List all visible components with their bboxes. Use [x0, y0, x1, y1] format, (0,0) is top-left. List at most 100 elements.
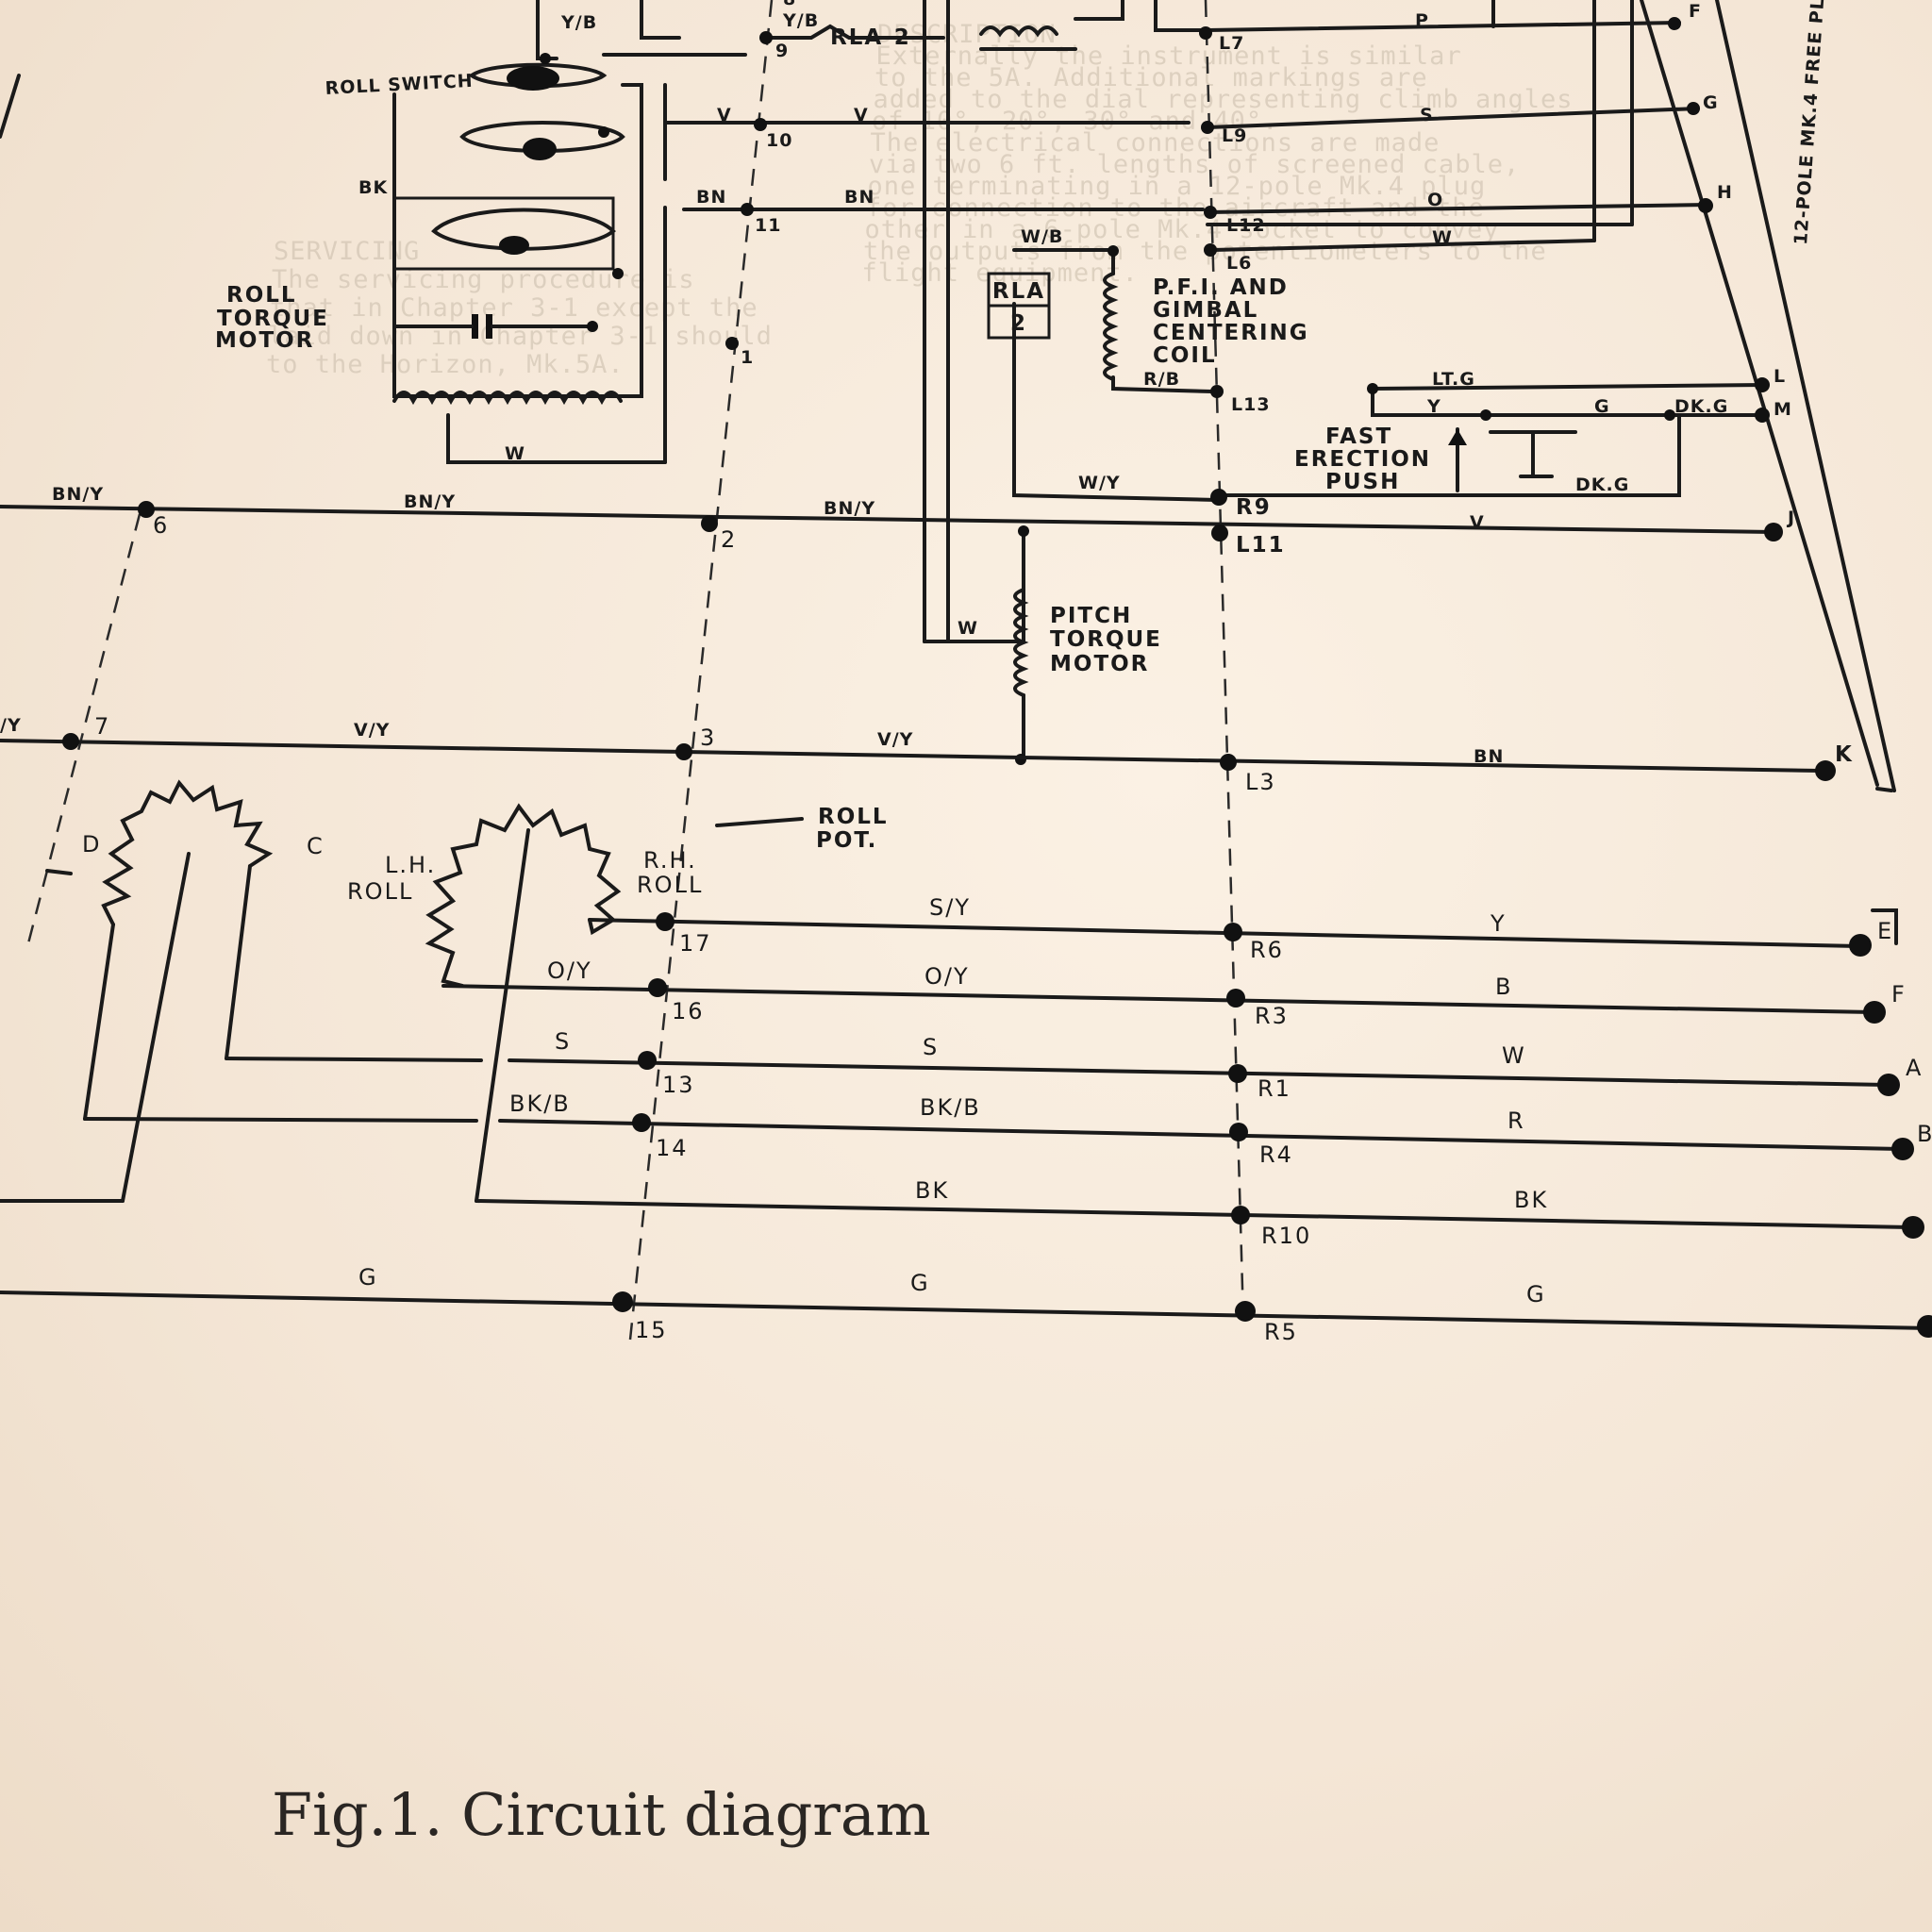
wire-s	[508, 1058, 1889, 1087]
terminal-number: 16	[672, 998, 705, 1024]
terminal-strip-right-dash	[1204, 0, 1245, 1322]
wire-label: W	[958, 618, 978, 639]
faded-text-line: DESCRIPTION	[877, 20, 1057, 49]
wire-label: BN/Y	[824, 498, 875, 519]
plug-pin-letter: B	[1917, 1121, 1932, 1147]
wire-labels: Y/B Y/B BK V V BN BN P S O W W/B R/B LT.…	[0, 10, 1728, 1307]
faded-text-line: to the 5A. Additional markings are	[874, 63, 1428, 92]
junction-label: R1	[1257, 1075, 1291, 1102]
wire-label: G	[1526, 1281, 1546, 1307]
wire-label: S	[555, 1028, 571, 1055]
faded-text-line: The electrical connections are made	[871, 128, 1441, 158]
terminal-number: 10	[766, 130, 792, 151]
pfi-coil-label-2: GIMBAL	[1153, 298, 1258, 323]
wire-label: O	[1427, 190, 1443, 210]
wire-label: DK.G	[1575, 475, 1629, 495]
wire-bk-b-left	[83, 1117, 478, 1123]
wire-label: G	[358, 1264, 378, 1291]
junction-labels: L7 L9 L12 L6 L13 R9 L11 L3 R6 R3 R1 R4 R…	[1219, 33, 1309, 1345]
fast-erection-label-3: PUSH	[1325, 470, 1400, 494]
faded-text-line: added to the dial representing climb ang…	[874, 85, 1574, 114]
pot-end-c: C	[307, 833, 325, 859]
junction-label: L9	[1222, 125, 1247, 146]
junction-label: L3	[1245, 769, 1276, 795]
plug-pin-letter: A	[1906, 1055, 1923, 1081]
terminal-number: 7	[94, 713, 110, 740]
plug-pin-letter: M	[1774, 399, 1792, 420]
plug-pin-letters: F G H L M J K E F A B	[1689, 1, 1932, 1147]
plug-pin-letter: G	[1703, 92, 1719, 113]
plug-pin-letter: F	[1689, 1, 1702, 22]
component-labels: ROLL SWITCH ROLL TORQUE MOTOR RLA-2 P.F.…	[82, 25, 1431, 905]
terminal-number: 9	[775, 41, 789, 61]
wire-label: G	[910, 1270, 930, 1296]
junction-label: R5	[1264, 1319, 1298, 1345]
terminal-number: 14	[656, 1135, 689, 1161]
junction-label: R6	[1250, 937, 1284, 963]
pot-end-d: D	[82, 831, 101, 858]
socket-bracket	[1871, 908, 1898, 945]
wire-label: BN/Y	[404, 491, 456, 512]
roll-switch-assembly	[0, 0, 747, 464]
plug-pin-letter: L	[1774, 366, 1786, 387]
roll-torque-motor-label-1: ROLL	[226, 283, 297, 308]
wire-s-left	[225, 1057, 483, 1062]
junction-label: R9	[1236, 495, 1272, 520]
junction-label: L12	[1226, 215, 1266, 236]
faded-text-line: via two 6 ft. lengths of screened cable,	[869, 150, 1520, 179]
pfi-gimbal-coil	[1103, 245, 1119, 381]
wire-label: BK	[915, 1177, 949, 1204]
plug-bracket-line	[1640, 0, 1879, 787]
wire-label: Y/B	[560, 12, 597, 33]
wire-label: BN	[1474, 746, 1504, 767]
roll-switch-label-1: ROLL SWITCH	[325, 71, 474, 99]
pfi-coil-label-3: CENTERING	[1153, 321, 1309, 345]
wire-label: R	[1507, 1108, 1525, 1134]
terminal-strip-far-left-dash	[26, 513, 142, 944]
rla-relay: RLA 2	[987, 272, 1051, 340]
pitch-torque-motor-label-2: TORQUE	[1050, 627, 1162, 652]
junction-label: R4	[1259, 1141, 1293, 1168]
wire-label: BK	[1514, 1187, 1548, 1213]
figure-caption: Fig.1. Circuit diagram	[272, 1780, 931, 1849]
wire-label: P	[1415, 10, 1429, 31]
plug-pin-letter: F	[1891, 981, 1907, 1008]
wire-bn-y	[0, 505, 1775, 534]
junction-label: L11	[1236, 533, 1286, 558]
wire-g	[0, 1291, 1932, 1330]
rh-roll-label-2: ROLL	[637, 872, 703, 898]
junction-label: R3	[1255, 1003, 1289, 1029]
pitch-torque-motor-label-3: MOTOR	[1050, 652, 1149, 676]
wire-label: Y	[1426, 396, 1441, 417]
plug-pin-letter: J	[1786, 508, 1795, 528]
pitch-torque-motor-label-1: PITCH	[1050, 604, 1132, 628]
roll-pot-cd	[45, 779, 274, 1203]
terminal-number: 2	[721, 526, 737, 553]
roll-pot-label-2: POT.	[816, 828, 877, 853]
plug-pins	[1668, 17, 1932, 1338]
wire-label: W/B	[1021, 226, 1063, 247]
wire-label: DK.G	[1674, 396, 1728, 417]
junction-label: L13	[1231, 394, 1271, 415]
lh-roll-label-2: ROLL	[347, 878, 413, 905]
roll-torque-motor-label-3: MOTOR	[215, 328, 314, 353]
wire-label: BN	[844, 187, 874, 208]
roll-torque-motor-label-2: TORQUE	[217, 307, 329, 331]
wire-label: BN	[696, 187, 726, 208]
wire-label: V	[1470, 512, 1485, 533]
fast-erection-push-switch	[1215, 383, 1766, 497]
fast-erection-label-2: ERECTION	[1294, 447, 1431, 472]
terminal-nodes	[62, 26, 1256, 1322]
pfi-coil-label-4: COIL	[1153, 343, 1217, 368]
wire-label: V	[854, 105, 869, 125]
terminal-number: 3	[700, 724, 716, 751]
terminal-number: 11	[755, 215, 781, 236]
plug-pin-letter: E	[1877, 918, 1893, 944]
plug-pin-letter: K	[1835, 742, 1854, 767]
wire-label: W	[1432, 227, 1453, 248]
faded-text-line: that in Chapter 3-1 except the	[270, 293, 758, 323]
wire-label: O/Y	[924, 963, 970, 990]
rla-number: 2	[1010, 311, 1027, 336]
